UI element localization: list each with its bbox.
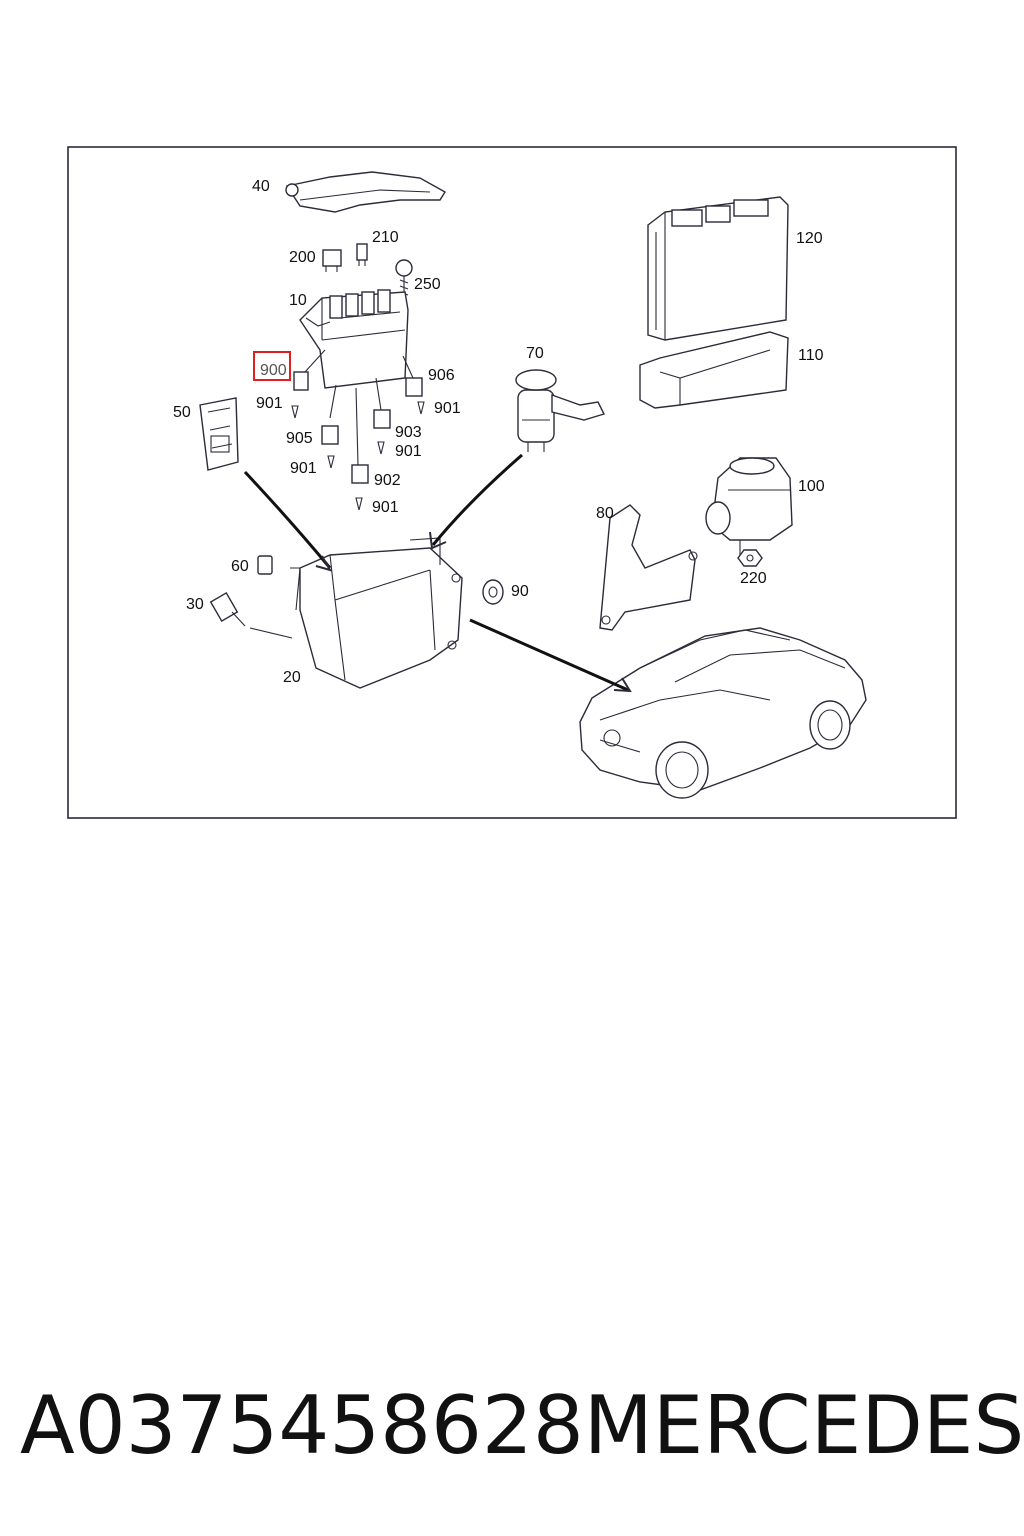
connector-set [291,349,425,511]
product-caption: A0375458628 MERCEDES [20,1370,1024,1480]
part-50-bracket [199,397,239,471]
part-10-fuse-box [299,289,409,389]
part-80-bracket [599,504,698,631]
callout-901-e: 901 [372,499,399,516]
car-illustration [579,627,867,799]
callout-200: 200 [289,249,316,266]
part-90-grommet [482,579,504,605]
part-100-horn [705,457,793,556]
callout-50: 50 [173,404,191,421]
part-220-nut [737,549,763,567]
callout-80: 80 [596,505,614,522]
highlight-box-900 [253,351,291,381]
callout-903: 903 [395,424,422,441]
callout-901-c: 901 [395,443,422,460]
callout-90: 90 [511,583,529,600]
part-120-control-unit [647,196,789,341]
part-40-cover [285,171,446,213]
callout-902: 902 [374,472,401,489]
callout-901-a: 901 [256,395,283,412]
part-20-housing [290,537,463,689]
callout-30: 30 [186,596,204,613]
callout-250: 250 [414,276,441,293]
part-200-relay [322,249,342,272]
callout-100: 100 [798,478,825,495]
brand-name: MERCEDES [583,1378,1024,1472]
callout-120: 120 [796,230,823,247]
callout-900: 900 [260,362,287,379]
callout-220: 220 [740,570,767,587]
callout-905: 905 [286,430,313,447]
callout-901-b: 901 [434,400,461,417]
part-60-clip [257,555,273,575]
part-70-pump [515,369,605,452]
callout-20: 20 [283,669,301,686]
callout-906: 906 [428,367,455,384]
callout-110: 110 [798,347,824,364]
pointer-arrows [243,453,632,693]
part-110-holder [639,331,789,409]
part-250-screw [395,259,413,298]
part-number: A0375458628 [20,1378,584,1472]
callout-40: 40 [252,178,270,195]
callout-210: 210 [372,229,399,246]
part-30-sensor [209,592,293,639]
part-210-fuse [356,243,368,266]
callout-901-d: 901 [290,460,317,477]
callout-60: 60 [231,558,249,575]
callout-10: 10 [289,292,307,309]
callout-70: 70 [526,345,544,362]
